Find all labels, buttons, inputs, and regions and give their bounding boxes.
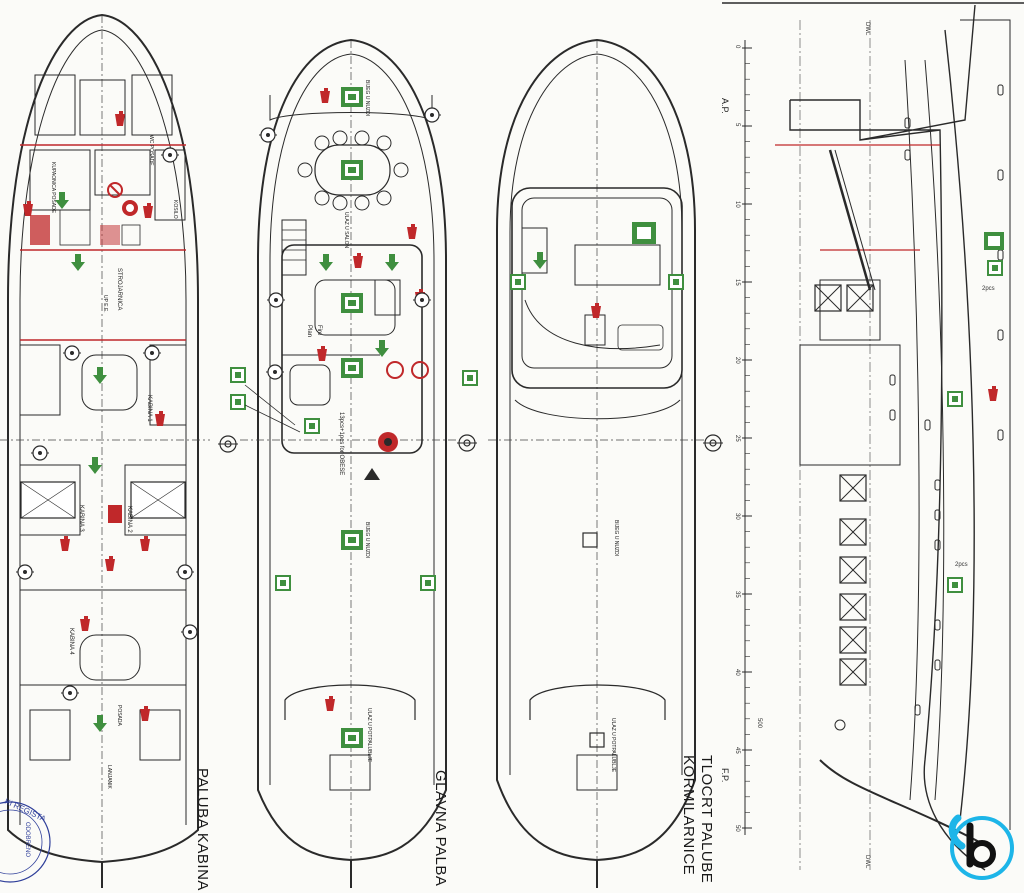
ulaz-u-salon-label: ULAZ U SALON [343,212,349,249]
wheel-bijeg-label: BIJEG U NUZDI [613,520,619,556]
frame-label: 10 [734,201,740,208]
frame-label: 0 [734,45,740,49]
fire-plan-plan-label: Plan [306,325,312,337]
fp-label: F.P. [720,768,730,782]
hull-profile [789,4,986,871]
stamp-sub: ODOBRENO [24,822,30,857]
wc-posade-label: WC POSADE [148,135,154,166]
posade-label: POSADA [116,705,122,727]
kabina-2-label: KABINA 2 [126,506,132,533]
obese-dimensions-label: 13pcs+1pcs for OBESE [338,412,344,475]
fire-plan-label: Fire [316,325,322,336]
dwl-bottom-label: DWL [864,855,870,869]
frame-label: 40 [734,669,740,676]
kupaonica-label: KUPAONICA POSADE [50,162,56,214]
wheelhouse-title-line2: KORMILARNICE [680,755,697,875]
ulaz-u-potpalublje-label: ULAZ U POTPALUBLJE [366,708,372,763]
kabina-3-label: KABINA 3 [78,505,84,532]
main-deck-plan: BIJEG U NUZDI BIJEG U NUZDI ULAZ U SALON… [230,38,478,888]
brand-logo [948,814,1014,880]
cabin-deck-title: PALUBA KABINA [194,768,211,891]
dining-table [314,144,391,196]
dim-500-label: 500 [756,718,762,729]
lanjanik-label: LANJANIK [106,765,112,790]
up-ee-label: UP E.E. [102,295,108,313]
bijeg-u-nuzdi-top-label: BIJEG U NUZDI [364,80,370,116]
main-deck-title: GLAVNA PALBA [432,770,449,886]
frame-label: 5 [734,123,740,127]
frame-label: 35 [734,591,740,598]
ap-label: A.P. [720,98,730,114]
qty-top-label: 2pcs [982,286,995,292]
strojarnica-label: STROJARNICA [116,268,122,310]
dwl-top-label: DWL [864,22,870,36]
bijeg-u-nuzdi-mid-label: BIJEG U NUZDI [364,522,370,558]
cabin-deck-hull-outline [7,13,199,864]
wheelhouse-deck-plan: BIJEG U NUZDI ULAZ U POTPALUBLJE TLOCRT … [488,38,724,888]
kabina-4-label: KABINA 4 [68,628,74,655]
frame-label: 25 [734,435,740,442]
wheel-ulaz-label: ULAZ U POTPALUBLJE [610,718,616,773]
frame-label: 50 [734,825,740,832]
kosilo-label: KOSILO [172,200,178,219]
kabina-1-label: KABINA 1 [146,395,152,422]
profile-view: 0 5 10 15 20 25 30 35 40 45 50 A.P. F.P. 500 DWL D… [720,2,1024,871]
qty-mid-label: 2pcs [955,562,968,568]
wheelhouse-title-line1: TLOCRT PALUBE [698,755,715,883]
cabin-deck-plan: KABINA 1 KABINA 2 KABINA 3 KABINA 4 STRO… [0,13,239,891]
frame-label: 15 [734,279,740,286]
frame-label: 20 [734,357,740,364]
frame-label: 45 [734,747,740,754]
deckhouse [281,244,423,454]
wheelhouse-hull-outline [496,38,696,862]
frame-label: 30 [734,513,740,520]
